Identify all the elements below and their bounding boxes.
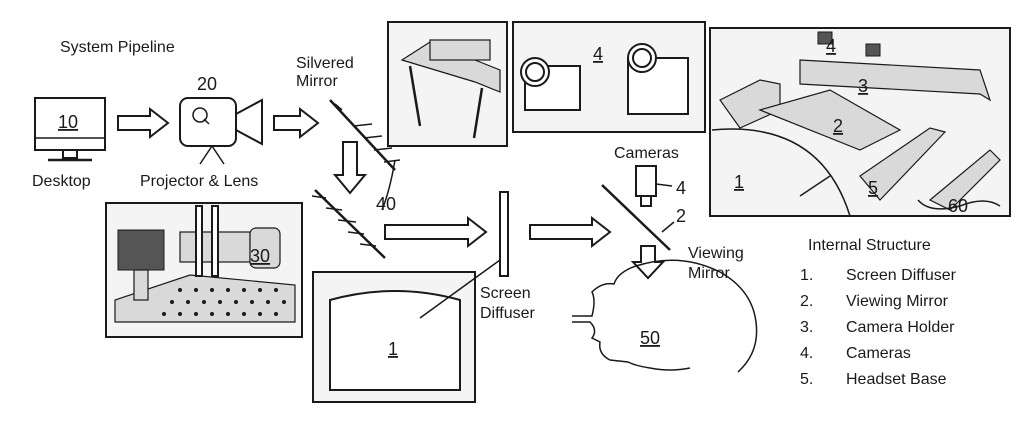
- arrow-mirror-down: [332, 141, 368, 195]
- silvered-mirror-lower: [311, 189, 386, 259]
- arrow-screen-to-viewing-mirror: [529, 215, 612, 249]
- legend-heading: Internal Structure: [808, 237, 931, 254]
- internal-ref-60: 60: [948, 196, 968, 216]
- internal-structure-legend: Internal Structure 1. Screen Diffuser 2.…: [800, 237, 957, 388]
- internal-ref-4: 4: [826, 36, 836, 56]
- legend-label-4: Cameras: [846, 345, 911, 362]
- desktop-monitor: 10: [34, 97, 106, 162]
- projector-label: Projector & Lens: [140, 173, 258, 190]
- arrow-projector-to-mirror: [273, 106, 320, 140]
- internal-ref-2: 2: [833, 116, 843, 136]
- arrow-desktop-to-projector: [117, 106, 170, 140]
- head-profile: 50: [572, 259, 758, 373]
- legend-label-2: Viewing Mirror: [846, 293, 949, 310]
- silvered-mirror-upper: [329, 99, 401, 171]
- silvered-mirror-label-2: Mirror: [296, 73, 338, 90]
- camera-ref: 4: [676, 178, 686, 198]
- projector-ref: 20: [197, 74, 217, 94]
- arrow-mirror-to-screen: [384, 215, 488, 249]
- legend-num-5: 5.: [800, 371, 813, 388]
- cameras-label: Cameras: [614, 145, 679, 162]
- viewing-mirror-label-2: Mirror: [688, 265, 730, 282]
- legend-num-4: 4.: [800, 345, 813, 362]
- legend-label-1: Screen Diffuser: [846, 267, 957, 284]
- silvered-mirror-label-1: Silvered: [296, 55, 354, 72]
- viewing-mirror-ref: 2: [676, 206, 686, 226]
- internal-structure-photo: 1 2 3 4 5 60: [709, 27, 1011, 217]
- screen-ref: 1: [388, 339, 398, 359]
- cameras-photo-ref: 4: [593, 44, 603, 64]
- legend-num-1: 1.: [800, 267, 813, 284]
- screen-photo: 1: [312, 259, 501, 403]
- head-ref: 50: [640, 328, 660, 348]
- arrow-to-head: [630, 245, 666, 280]
- headset-frame-photo: [387, 21, 508, 147]
- projector-icon: 20: [179, 74, 263, 165]
- screen-diffuser-bar: [499, 191, 509, 277]
- internal-ref-1: 1: [734, 172, 744, 192]
- desktop-ref: 10: [58, 112, 78, 132]
- leader-40: [381, 159, 396, 211]
- camera-icon: [635, 165, 657, 207]
- legend-label-5: Headset Base: [846, 371, 947, 388]
- legend-num-2: 2.: [800, 293, 813, 310]
- viewing-mirror: [601, 184, 671, 251]
- screen-diffuser-label-1: Screen: [480, 285, 531, 302]
- legend-label-3: Camera Holder: [846, 319, 955, 336]
- viewing-mirror-label-1: Viewing: [688, 245, 744, 262]
- internal-ref-3: 3: [858, 76, 868, 96]
- projector-photo-ref: 30: [250, 246, 270, 266]
- legend-num-3: 3.: [800, 319, 813, 336]
- mirror-ref-40: 40: [376, 194, 396, 214]
- desktop-label: Desktop: [32, 173, 91, 190]
- internal-ref-5: 5: [868, 178, 878, 198]
- screen-diffuser-label-2: Diffuser: [480, 305, 536, 322]
- cameras-photo: 4: [512, 21, 706, 133]
- diagram-title: System Pipeline: [60, 39, 175, 56]
- projector-photo: 30: [105, 202, 303, 338]
